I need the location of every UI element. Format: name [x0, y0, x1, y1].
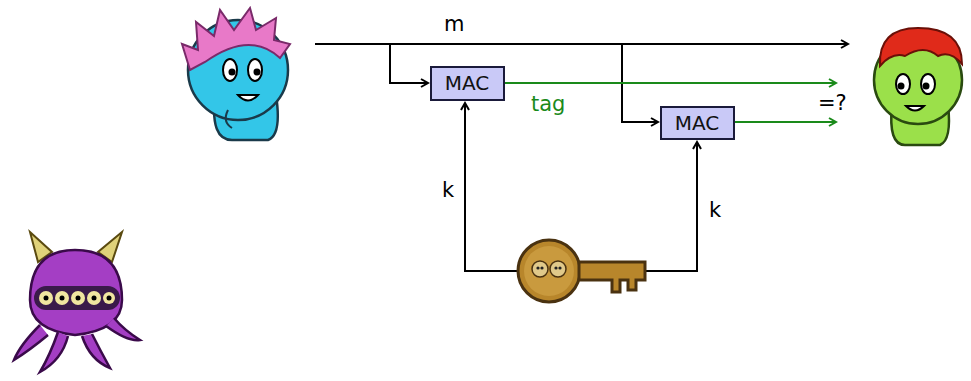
- mac-box: MAC: [430, 66, 505, 101]
- tag-label: tag: [531, 94, 565, 115]
- alice-figure: [182, 8, 290, 140]
- message-label: m: [444, 14, 464, 35]
- compare-label: =?: [818, 93, 847, 114]
- box-label: MAC: [675, 111, 720, 135]
- key-label: k: [442, 180, 454, 201]
- mac-box: MAC: [660, 106, 735, 140]
- key-label: k: [709, 200, 721, 221]
- bob-figure: [874, 28, 962, 145]
- key-icon: [518, 240, 645, 302]
- box-label: MAC: [445, 71, 490, 95]
- message-wire: [315, 44, 848, 122]
- eve-figure: [14, 232, 140, 372]
